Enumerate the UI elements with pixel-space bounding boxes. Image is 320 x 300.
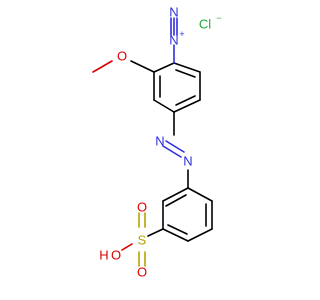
bond-ring1-c6-c1	[173, 62, 201, 73]
atom-n-terminal: N	[169, 5, 178, 20]
bond-ring2-c6-c1	[187, 187, 213, 202]
bond-ring2-c1-c2	[162, 187, 189, 202]
bond-ring1-c4-c5	[173, 99, 201, 113]
atom-n-azo-2: N	[183, 154, 192, 169]
bond-methoxy-o-ch3	[92, 60, 113, 73]
bond-ring2-c1-c2-double	[165, 194, 187, 207]
bond-azo-double-a	[162, 145, 182, 158]
atom-o-hydroxyl: O	[111, 248, 121, 263]
bond-ring1-c1-c2	[153, 62, 175, 73]
atom-o-sulfonyl-top: O	[137, 200, 147, 215]
atom-n-inner-charge: +	[179, 29, 184, 39]
bond-ring1-methoxy-c	[130, 60, 155, 73]
bonds	[92, 17, 213, 267]
bond-ring1-c4-c5-double	[175, 95, 196, 106]
atom-o-methoxy: O	[117, 49, 127, 64]
molecule-structure: Cl − N N + O N N S O O O H	[92, 5, 222, 280]
atom-cl-charge: −	[216, 13, 221, 23]
atom-h-hydroxyl: H	[99, 248, 108, 263]
bond-azo-double-b	[165, 140, 185, 153]
atom-cl: Cl	[199, 17, 211, 32]
bond-s-oh	[121, 243, 133, 251]
bond-ring1-c3-c4	[153, 99, 175, 113]
bond-ring1-c6-c1-double	[175, 69, 196, 78]
atom-s: S	[138, 233, 147, 248]
atom-n-azo-1: N	[155, 134, 164, 149]
bond-ring2-c3-c4-double	[167, 224, 188, 235]
atom-labels: Cl − N N + O N N S O O O H	[99, 5, 221, 280]
bond-ring2-s	[147, 228, 164, 237]
atom-o-sulfonyl-bottom: O	[137, 265, 147, 280]
atom-n-inner: N	[169, 33, 178, 48]
bond-ring2-c3-c4	[162, 228, 189, 242]
bond-ring2-c4-c5	[187, 228, 213, 242]
